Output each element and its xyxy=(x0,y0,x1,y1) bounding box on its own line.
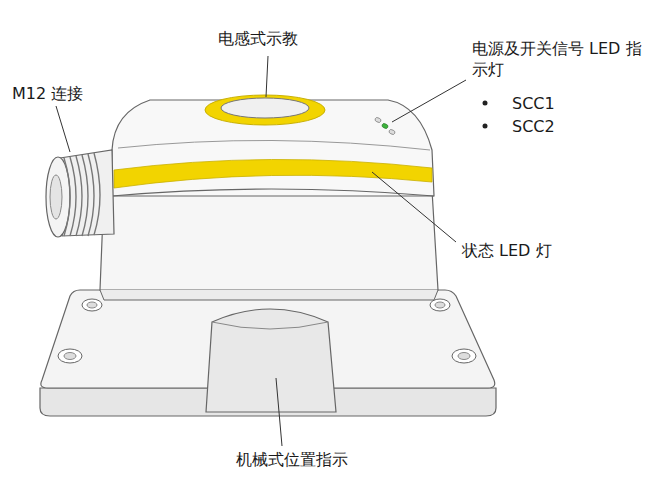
teach-button xyxy=(221,98,309,118)
status-led-band xyxy=(114,159,432,188)
m12-connector xyxy=(46,150,114,237)
housing-seam xyxy=(112,189,434,196)
housing-foot xyxy=(100,290,438,300)
bullet xyxy=(483,101,488,106)
position-indicator-edge xyxy=(212,322,328,329)
mount-hole xyxy=(458,353,470,360)
mount-hole xyxy=(82,299,102,311)
part-label: 电源及开关信号 LED 指示灯 xyxy=(472,38,644,80)
mount-hole xyxy=(58,349,82,363)
housing-edge xyxy=(118,140,430,150)
bullet xyxy=(483,124,488,129)
led xyxy=(374,117,381,123)
mount-hole xyxy=(452,349,476,363)
housing-lower xyxy=(100,190,438,290)
part-label: 状态 LED 灯 xyxy=(462,240,552,261)
part-label: M12 连接 xyxy=(12,83,83,104)
part-label: 机械式位置指示 xyxy=(236,449,348,470)
signal-name: SCC2 xyxy=(512,116,555,137)
mount-hole xyxy=(87,302,97,308)
leader-lines xyxy=(56,56,466,446)
led xyxy=(381,123,388,129)
position-indicator xyxy=(206,309,336,412)
teach-ring xyxy=(205,95,325,125)
part-label: 电感式示教 xyxy=(218,28,298,49)
signal-name: SCC1 xyxy=(512,93,555,114)
mount-hole xyxy=(435,302,445,308)
mount-hole xyxy=(430,299,450,311)
led xyxy=(388,129,395,135)
mount-hole xyxy=(64,353,76,360)
